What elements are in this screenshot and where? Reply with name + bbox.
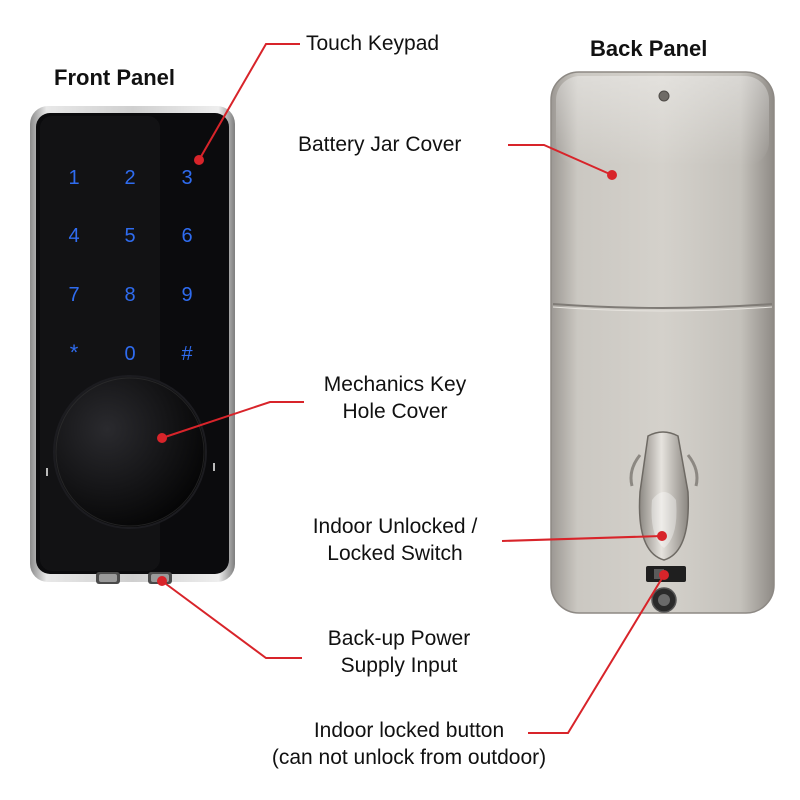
keypad-key: 7 (68, 284, 79, 306)
label-touch-keypad: Touch Keypad (306, 32, 440, 55)
label-backup-power: Back-up Power Supply Input (300, 625, 498, 679)
label-locked-button-line1: Indoor locked button (313, 719, 505, 742)
keypad-key: * (70, 340, 79, 365)
touch-keypad: 1 2 3 4 5 6 7 8 9 * 0 # (68, 167, 193, 365)
keypad-key: 0 (124, 343, 135, 365)
label-backup-line2: Supply Input (340, 654, 458, 677)
keypad-key: 3 (181, 167, 192, 189)
label-backup-line1: Back-up Power (327, 627, 471, 650)
keypad-key: 6 (181, 225, 192, 247)
label-mech-key-line1: Mechanics Key (323, 373, 467, 396)
keypad-key: 1 (68, 167, 79, 189)
leader-lines (161, 43, 665, 734)
label-locked-button-line2: (can not unlock from outdoor) (271, 746, 547, 769)
keypad-key: 9 (181, 284, 192, 306)
keypad-key: 2 (124, 167, 135, 189)
label-mechanics-key-hole-cover: Mechanics Key Hole Cover (300, 371, 490, 425)
label-indoor-switch-line2: Locked Switch (327, 542, 463, 565)
label-mech-key-line2: Hole Cover (342, 400, 448, 423)
front-panel: 1 2 3 4 5 6 7 8 9 * 0 # (30, 106, 235, 584)
back-panel-title: Back Panel (590, 36, 708, 61)
label-indoor-switch: Indoor Unlocked / Locked Switch (288, 513, 502, 567)
indoor-switch (629, 431, 699, 561)
leader-dots (157, 155, 669, 586)
keypad-key: # (181, 343, 193, 365)
label-indoor-locked-button: Indoor locked button (can not unlock fro… (226, 717, 592, 771)
keypad-key: 5 (124, 225, 135, 247)
keypad-key: 4 (68, 225, 79, 247)
label-battery-jar-cover: Battery Jar Cover (298, 133, 462, 156)
label-indoor-switch-line1: Indoor Unlocked / (312, 515, 478, 538)
back-panel-body (550, 71, 775, 614)
keypad-key: 8 (124, 284, 135, 306)
front-panel-title: Front Panel (54, 65, 176, 90)
knob (53, 375, 207, 529)
